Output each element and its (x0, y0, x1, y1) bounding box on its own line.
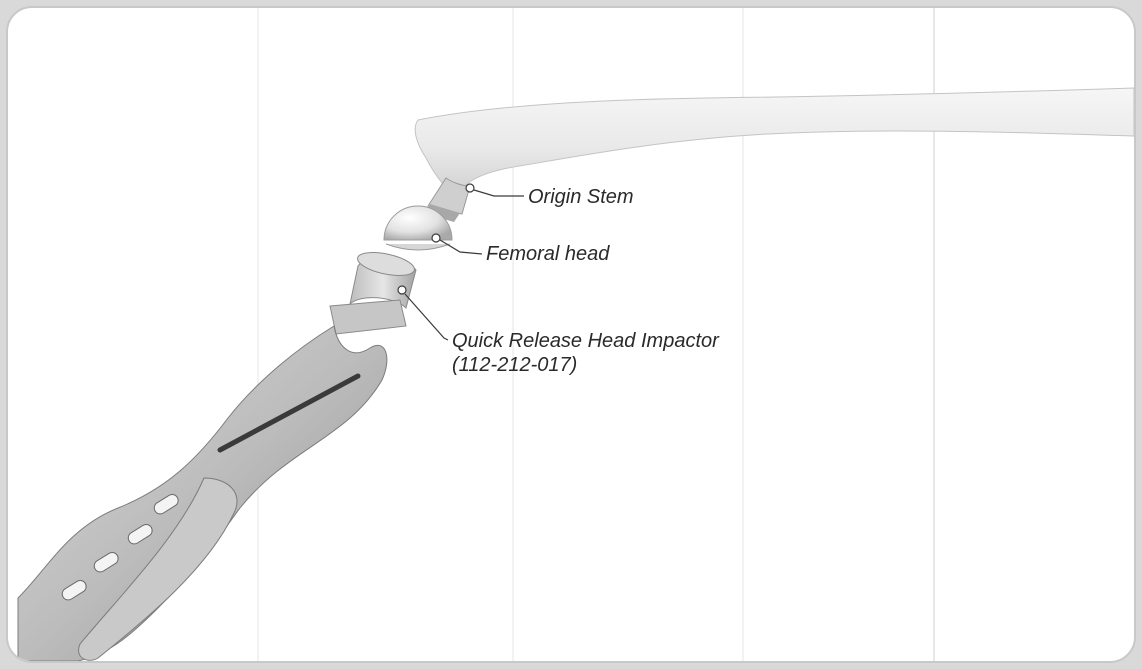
head-impactor-name: Quick Release Head Impactor (452, 329, 719, 353)
origin-stem-label: Origin Stem (528, 185, 634, 209)
femur-bone (415, 88, 1134, 198)
head-impactor (18, 248, 416, 661)
figure-panel: Origin Stem Femoral head Quick Release H… (6, 6, 1136, 663)
femoral-head-label: Femoral head (486, 242, 609, 266)
head-impactor-label: Quick Release Head Impactor (112-212-017… (452, 329, 719, 377)
head-impactor-part-number: (112-212-017) (452, 353, 719, 377)
